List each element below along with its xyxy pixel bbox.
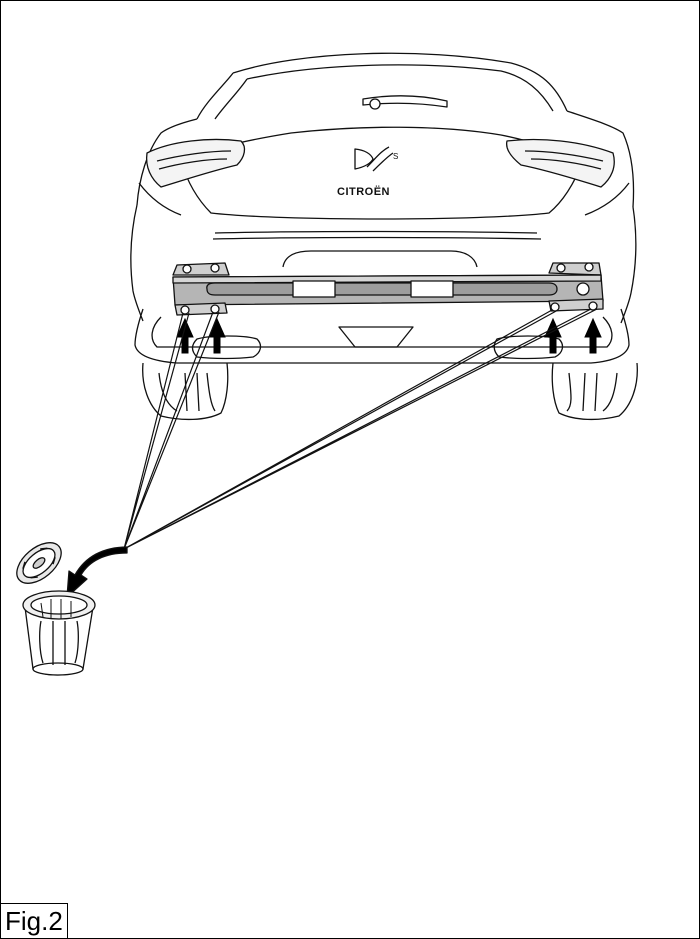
beam-label-right bbox=[410, 280, 454, 298]
car-rear-illustration: S bbox=[130, 52, 638, 421]
beam-label-left bbox=[292, 280, 336, 298]
discard-bin-icon bbox=[16, 542, 128, 676]
fixing-point-4 bbox=[588, 301, 598, 311]
roof-outline bbox=[232, 52, 568, 112]
left-tail-light bbox=[145, 138, 246, 188]
tow-eye bbox=[576, 282, 590, 296]
removal-arrows bbox=[176, 317, 602, 354]
rear-bumper bbox=[134, 308, 630, 364]
up-arrow-4 bbox=[584, 317, 602, 354]
fixing-point-1 bbox=[180, 305, 190, 315]
figure-label: Fig.2 bbox=[1, 903, 68, 938]
fixing-point-2 bbox=[210, 304, 220, 314]
right-tyre bbox=[551, 362, 638, 421]
left-tyre bbox=[142, 362, 229, 421]
up-arrow-2 bbox=[208, 317, 226, 354]
discard-arrow bbox=[66, 546, 128, 598]
wiper bbox=[362, 95, 448, 108]
up-arrow-1 bbox=[176, 317, 194, 354]
svg-text:S: S bbox=[393, 152, 398, 161]
ds-badge: S bbox=[354, 146, 398, 172]
leader-lines bbox=[123, 308, 598, 550]
bin-lid bbox=[16, 542, 62, 584]
reinforcement-beam bbox=[172, 262, 604, 316]
brand-name: CITROËN bbox=[337, 185, 390, 198]
up-arrow-3 bbox=[544, 317, 562, 354]
right-tail-light bbox=[505, 138, 615, 188]
